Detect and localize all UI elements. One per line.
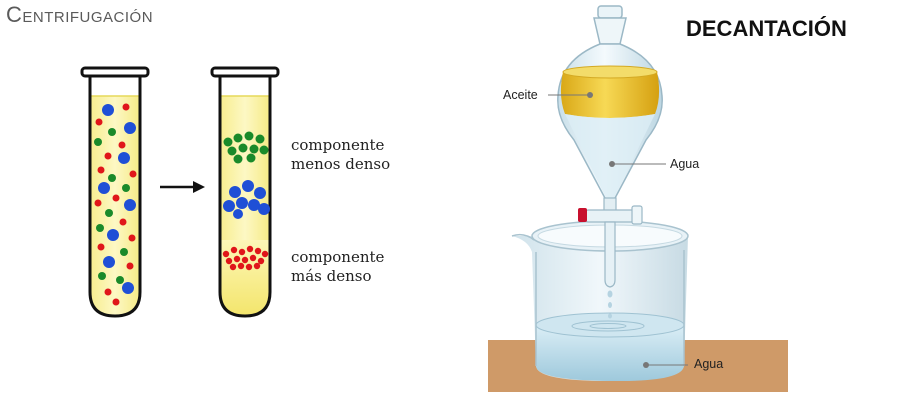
- label-leader-lines: [548, 92, 688, 368]
- centrifugation-title: Centrifugación: [6, 2, 153, 28]
- label-less-dense-line1: componente: [291, 136, 385, 154]
- separatory-funnel: [557, 5, 663, 319]
- label-more-dense-line1: componente: [291, 248, 385, 266]
- beaker: [511, 220, 689, 382]
- label-more-dense-line2: más denso: [291, 267, 372, 285]
- mixed-particles: [94, 103, 137, 306]
- green-particle-cluster: [223, 131, 269, 164]
- label-water-funnel: Agua: [670, 157, 700, 171]
- label-less-dense: componente menos denso: [291, 136, 390, 174]
- test-tube-separated: [210, 66, 280, 318]
- label-less-dense-line2: menos denso: [291, 155, 391, 173]
- label-water-beaker: Agua: [694, 357, 724, 371]
- red-particle-cluster: [222, 245, 269, 271]
- label-oil: Aceite: [503, 88, 538, 102]
- label-more-dense: componente más denso: [291, 248, 384, 286]
- arrow-right-icon: [160, 181, 205, 193]
- centrifugation-title-text: Centrifugación: [6, 2, 154, 27]
- blue-particle-cluster: [223, 180, 270, 219]
- test-tube-mixed: [80, 66, 150, 318]
- decantation-title: DECANTACIÓN: [686, 16, 847, 41]
